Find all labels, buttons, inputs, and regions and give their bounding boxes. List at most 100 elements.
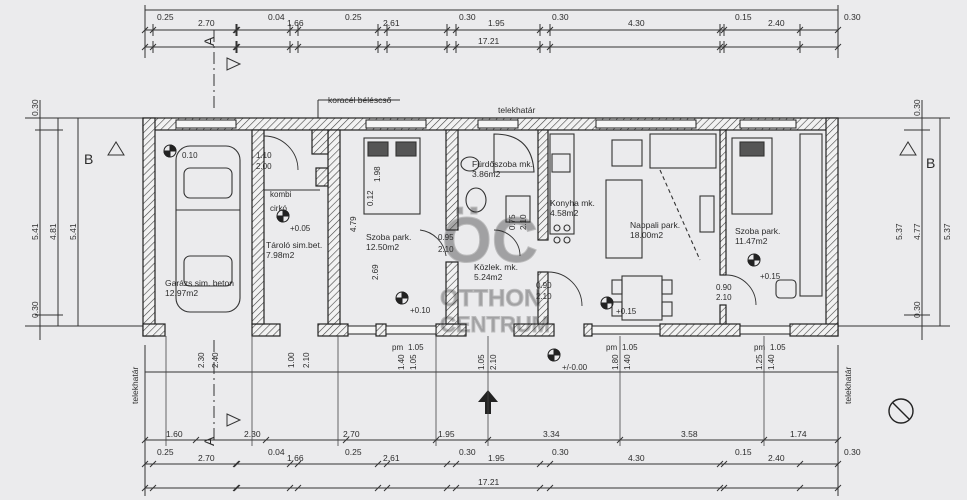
storage-door-b: 2.10 [302, 352, 311, 368]
dimension-tick [720, 460, 728, 468]
open-110: 1.10 [256, 151, 272, 160]
bed1-dim-b: 0.12 [366, 190, 375, 206]
room-hall-area: 5.24m2 [474, 272, 503, 282]
bed-room3 [731, 137, 773, 215]
dimension-tick [796, 484, 804, 492]
dimension-tick [232, 460, 240, 468]
opening-3-a: 1.80 [611, 354, 620, 370]
door-090b: 0.90 [716, 283, 732, 292]
dim-bot-b-4: 0.25 [345, 447, 362, 457]
dimension-tick [834, 484, 842, 492]
room-garage-name: Garázs sim. beton [165, 278, 234, 288]
living-level: +0.15 [616, 307, 637, 316]
watermark-line1: OTTHON [440, 285, 541, 312]
dim-bot-a-6: 1.74 [790, 429, 807, 439]
dimension-tick [443, 460, 451, 468]
dimension-tick [452, 484, 460, 492]
dim-top-6: 0.30 [459, 12, 476, 22]
door-210d: 2.10 [716, 293, 732, 302]
room1-height-2: 2.69 [371, 264, 380, 280]
reference-lines [165, 336, 765, 446]
opening-3-w: 1.05 [622, 343, 638, 352]
dim-bot-b-11: 2.40 [768, 453, 785, 463]
kombi-label: kombi [270, 190, 292, 199]
dimension-tick [192, 436, 200, 444]
room1-height-1: 4.79 [349, 216, 358, 232]
dimension-tick [834, 436, 842, 444]
dimension-tick [286, 484, 294, 492]
boundary-label-top: telekhatár [498, 105, 535, 115]
section-markers [107, 30, 917, 440]
dim-right-1: 4.77 [912, 223, 922, 240]
dimension-tick [294, 484, 302, 492]
dim-bot-b-8: 0.30 [552, 447, 569, 457]
opening-1-w: 1.05 [408, 343, 424, 352]
dim-top-3: 1.66 [287, 18, 304, 28]
bathroom-fixtures [460, 133, 535, 223]
dimension-tick [262, 436, 270, 444]
dimension-tick [536, 484, 544, 492]
north-symbol [888, 398, 914, 424]
dim-bot-b-2: 0.04 [268, 447, 285, 457]
dim-bot-b-6: 0.30 [459, 447, 476, 457]
bottom-dimensions [141, 345, 842, 496]
dimension-tick [141, 436, 149, 444]
room3-level: +0.15 [760, 272, 781, 281]
cirko-label: cirkó [270, 204, 287, 213]
section-label-a-bottom: A [201, 436, 217, 446]
dim-left-0: 0.30 [30, 99, 40, 116]
dim-top-2: 0.04 [268, 12, 285, 22]
dim-bot-a-0: 1.60 [166, 429, 183, 439]
room1-level: +0.10 [410, 306, 431, 315]
kitchen-fixtures [549, 133, 575, 244]
dimension-tick [286, 460, 294, 468]
garage-door-a: 2.30 [197, 352, 206, 368]
bed-room1 [363, 137, 421, 215]
dim-left-2: 4.81 [48, 223, 58, 240]
dimension-tick [141, 460, 149, 468]
dim-bot-a-4: 3.34 [543, 429, 560, 439]
dimension-tick [342, 436, 350, 444]
dimension-tick [233, 484, 241, 492]
room-living-area: 18.00m2 [630, 230, 663, 240]
dim-right-3: 5.37 [894, 223, 904, 240]
section-label-b-right: B [926, 155, 935, 171]
opening-2-b: 2.10 [489, 354, 498, 370]
room-living-name: Nappali park. [630, 220, 680, 230]
dimension-tick [233, 460, 241, 468]
door-075: 0.75 [508, 214, 517, 230]
level-markers [163, 144, 761, 362]
opening-4-top: pm [754, 343, 765, 352]
dimension-tick [716, 484, 724, 492]
right-dimensions [838, 100, 950, 340]
dim-right-0: 0.30 [912, 99, 922, 116]
open-200: 2.00 [256, 162, 272, 171]
room-bathroom-area: 3.86m2 [472, 169, 501, 179]
left-dimension-values: 0.30 5.41 4.81 0.30 5.41 [30, 99, 78, 318]
dimension-tick [546, 460, 554, 468]
living-furniture [605, 133, 717, 321]
bottom-dimension-values: 1.60 2.30 2.70 1.95 3.34 3.58 1.74 0.25 … [157, 429, 861, 487]
dimension-tick [294, 460, 302, 468]
dim-bot-a-5: 3.58 [681, 429, 698, 439]
windows [175, 119, 797, 335]
door-210c: 2.10 [536, 292, 552, 301]
dim-top-1: 2.70 [198, 18, 215, 28]
storage-level: +0.05 [290, 224, 311, 233]
room-garage-area: 12.97m2 [165, 288, 198, 298]
dimension-tick [796, 460, 804, 468]
room-hall-name: Közlek. mk. [474, 262, 518, 272]
left-dimensions [25, 100, 145, 340]
dim-top-0: 0.25 [157, 12, 174, 22]
section-label-b-left: B [84, 151, 93, 167]
storage-door-a: 1.00 [287, 352, 296, 368]
dimension-tick [716, 460, 724, 468]
boundary-label-right: telekhatár [843, 367, 853, 404]
garage-door-b: 2.40 [211, 352, 220, 368]
room-bedroom2-name: Szoba park. [735, 226, 780, 236]
watermark-line2: CENTRUM [440, 312, 550, 337]
opening-1-a: 1.40 [397, 354, 406, 370]
room-bathroom-name: Fürdőszoba mk. [472, 159, 533, 169]
dim-bot-a-2: 2.70 [343, 429, 360, 439]
